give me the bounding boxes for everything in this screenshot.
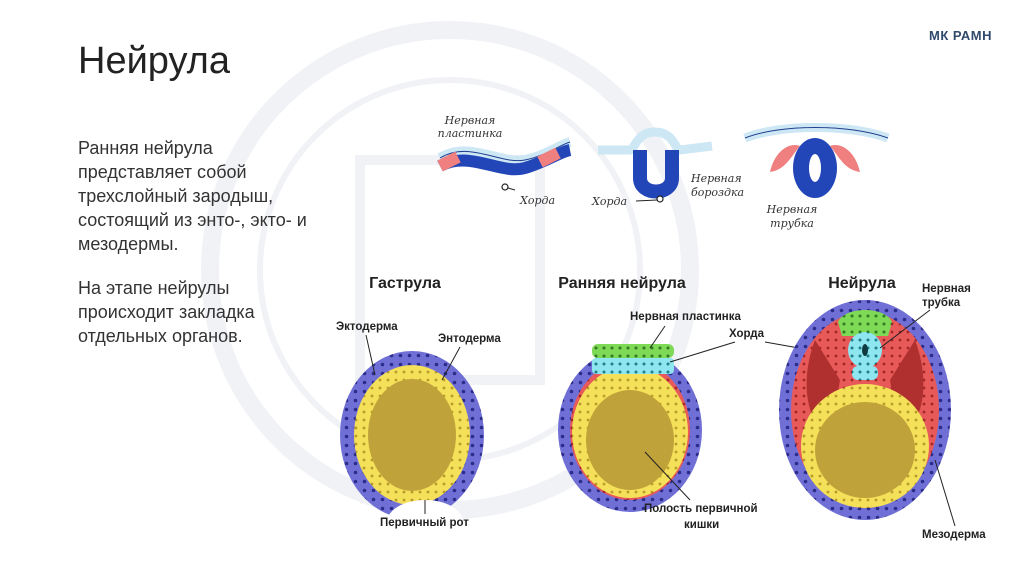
label-endoderm: Энтодерма [438, 333, 501, 345]
page-title: Нейрула [78, 40, 230, 82]
brand-label: МК РАМН [928, 28, 992, 43]
gastrula-embryo [340, 351, 484, 544]
label-chorda: Хорда [729, 328, 765, 340]
label-gut-cavity-2: кишки [684, 519, 719, 531]
paragraph-2: На этапе нейрулы происходит закладка отд… [78, 278, 255, 346]
label-ectoderm: Эктодерма [336, 321, 398, 333]
label-neural-groove-2: бороздка [691, 186, 744, 199]
heading-neurula: Нейрула [828, 275, 896, 292]
label-neural-groove-1: Нервная [690, 172, 742, 185]
label-chorda-top-1: Хорда [519, 194, 555, 207]
heading-gastrula: Гаструла [369, 275, 441, 292]
label-neural-tube-2: трубка [922, 297, 961, 309]
label-mesoderm: Мезодерма [922, 529, 986, 541]
paragraph-1: Ранняя нейрула представляет собой трехсл… [78, 138, 307, 254]
early-neurula-embryo [558, 344, 702, 512]
neurulation-stage-2 [598, 127, 713, 203]
label-neural-tube-top-1: Нервная [766, 203, 818, 216]
body-text: Ранняя нейрула представляет собой трехсл… [78, 136, 318, 368]
heading-early-neurula: Ранняя нейрула [558, 275, 686, 292]
label-neural-plate-top: Нервная [444, 114, 496, 127]
neurula-embryo [779, 300, 951, 520]
label-neural-tube-1: Нервная [922, 283, 971, 295]
label-chorda-top-2: Хорда [591, 195, 627, 208]
label-primary-mouth: Первичный рот [380, 517, 469, 529]
neurulation-stage-3 [743, 123, 890, 198]
label-neural-plate-top-2: пластинка [438, 127, 503, 140]
neurulation-stage-1 [437, 137, 572, 191]
label-gut-cavity-1: Полость первичной [644, 503, 758, 515]
label-neural-tube-top-2: трубка [770, 217, 814, 230]
label-neural-plate: Нервная пластинка [630, 311, 741, 323]
